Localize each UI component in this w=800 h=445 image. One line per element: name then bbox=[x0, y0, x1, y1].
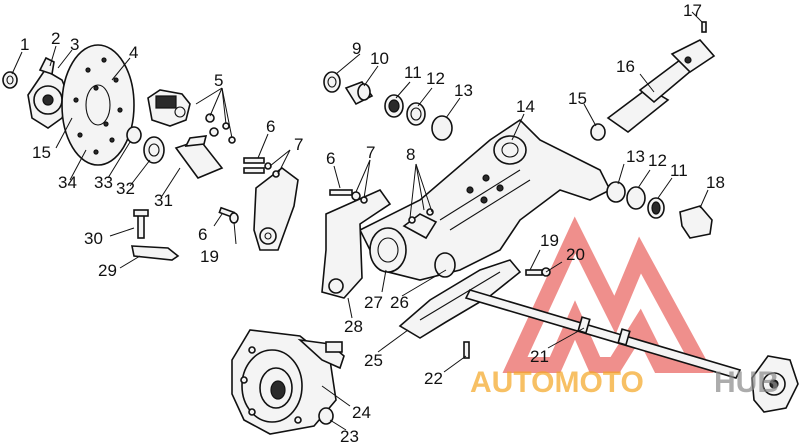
axle-tube-31 bbox=[174, 135, 224, 179]
callout-label: 21 bbox=[530, 347, 549, 366]
callout-label: 15 bbox=[32, 143, 51, 162]
callout-label: 3 bbox=[70, 35, 79, 54]
callout-label: 1 bbox=[20, 35, 29, 54]
oring-23 bbox=[318, 407, 334, 425]
chain-slider-25 bbox=[398, 259, 522, 339]
callout-label: 12 bbox=[426, 69, 445, 88]
callout-label: 34 bbox=[58, 173, 77, 192]
callout-label: 27 bbox=[364, 293, 383, 312]
watermark-word-right: HUB bbox=[714, 366, 779, 399]
bolt-30 bbox=[133, 209, 149, 239]
brake-disc bbox=[61, 44, 135, 166]
callout-label: 10 bbox=[370, 49, 389, 68]
bumper-18 bbox=[679, 205, 713, 239]
bearing-13-right bbox=[606, 181, 626, 203]
watermark-word-left: AUTOMOTO bbox=[470, 366, 644, 399]
callout-label: 30 bbox=[84, 229, 103, 248]
bearing-32 bbox=[143, 136, 165, 164]
callout-label: 15 bbox=[568, 89, 587, 108]
leader-lines bbox=[11, 11, 709, 431]
callout-label: 18 bbox=[706, 173, 725, 192]
seal-11 bbox=[384, 94, 404, 118]
callout-label: 9 bbox=[352, 39, 361, 58]
seal-15-right bbox=[590, 123, 606, 141]
axle-shaft-21 bbox=[464, 289, 742, 379]
callout-label: 5 bbox=[214, 71, 223, 90]
callout-label: 28 bbox=[344, 317, 363, 336]
bracket-plate bbox=[253, 166, 299, 251]
callout-label: 31 bbox=[154, 191, 173, 210]
callout-label: 25 bbox=[364, 351, 383, 370]
washer-19-left bbox=[229, 212, 239, 224]
callout-label: 19 bbox=[200, 247, 219, 266]
washer-1 bbox=[2, 71, 18, 89]
callout-label: 23 bbox=[340, 427, 359, 445]
swingarm-14 bbox=[358, 118, 612, 281]
callout-label: 8 bbox=[406, 145, 415, 164]
callout-labels: 1 2 3 4 5 6 7 9 10 11 12 13 14 15 16 17 … bbox=[20, 1, 725, 445]
watermark-logo bbox=[502, 216, 714, 373]
ring-12-right bbox=[626, 186, 646, 210]
callout-label: 24 bbox=[352, 403, 371, 422]
callout-label: 33 bbox=[94, 173, 113, 192]
caliper-hardware bbox=[205, 113, 236, 144]
callout-label: 2 bbox=[51, 29, 60, 48]
callout-label: 13 bbox=[626, 147, 645, 166]
callout-label: 4 bbox=[129, 43, 138, 62]
callout-label: 17 bbox=[683, 1, 702, 20]
bolt-19-20 bbox=[525, 267, 551, 277]
bushing-9 bbox=[323, 71, 341, 93]
ring-12 bbox=[406, 102, 426, 126]
bearing-13 bbox=[431, 115, 453, 141]
bracket-29 bbox=[131, 245, 180, 261]
callout-label: 14 bbox=[516, 97, 535, 116]
brake-caliper bbox=[147, 89, 191, 127]
callout-label: 6 bbox=[198, 225, 207, 244]
callout-label: 22 bbox=[424, 369, 443, 388]
callout-label: 26 bbox=[390, 293, 409, 312]
callout-label: 6 bbox=[326, 149, 335, 168]
small-bolts-6-7 bbox=[243, 157, 280, 178]
callout-label: 20 bbox=[566, 245, 585, 264]
bolts-6-7-center bbox=[329, 189, 368, 204]
callout-label: 6 bbox=[266, 117, 275, 136]
right-hub bbox=[751, 355, 799, 413]
callout-label: 29 bbox=[98, 261, 117, 280]
bolt-22 bbox=[463, 341, 470, 359]
watermark-triangle-mark bbox=[502, 216, 714, 373]
callout-label: 32 bbox=[116, 179, 135, 198]
sleeve-10 bbox=[344, 81, 374, 106]
seal-11-right bbox=[647, 197, 665, 219]
pin-17 bbox=[701, 21, 707, 33]
clamp-8 bbox=[402, 208, 438, 240]
callout-label: 12 bbox=[648, 151, 667, 170]
callout-label: 11 bbox=[670, 161, 688, 180]
callout-label: 7 bbox=[294, 135, 303, 154]
pivot-bracket-left bbox=[321, 189, 407, 299]
callout-label: 13 bbox=[454, 81, 473, 100]
watermark-wordmark: AUTOMOTO HUB bbox=[470, 366, 779, 399]
spacer-33 bbox=[126, 126, 142, 144]
driveshaft-16 bbox=[606, 39, 716, 133]
callout-label: 19 bbox=[540, 231, 559, 250]
callout-label: 16 bbox=[616, 57, 635, 76]
callout-label: 11 bbox=[404, 63, 422, 82]
final-drive-housing-24 bbox=[231, 329, 345, 435]
callout-label: 7 bbox=[366, 143, 375, 162]
